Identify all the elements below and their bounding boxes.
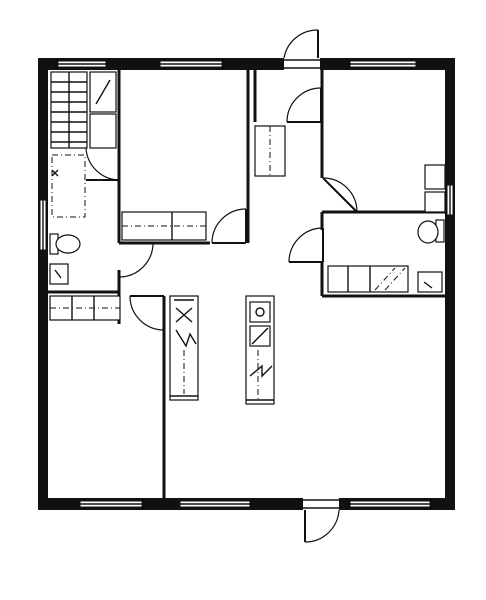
- stove-icon: [245, 295, 275, 405]
- sink-icon: [417, 271, 443, 293]
- laundry-stack: [424, 164, 446, 213]
- toilet-icon: [49, 233, 81, 255]
- bath-west-fixtures: [49, 154, 86, 285]
- bath-east-fixtures: [327, 219, 445, 293]
- closet-ne: [254, 125, 286, 177]
- side-windows: [39, 184, 454, 251]
- north-windows: [57, 60, 417, 68]
- closet: [121, 211, 207, 241]
- kitchen-counter: [169, 295, 199, 401]
- front-door-north: [283, 29, 320, 71]
- west-counter: [49, 295, 121, 321]
- toilet-icon: [417, 219, 445, 244]
- interior-doors: [85, 87, 358, 331]
- rear-door-south: [303, 497, 340, 543]
- stair: [50, 71, 117, 149]
- south-windows: [79, 500, 431, 508]
- sink-icon: [49, 263, 69, 285]
